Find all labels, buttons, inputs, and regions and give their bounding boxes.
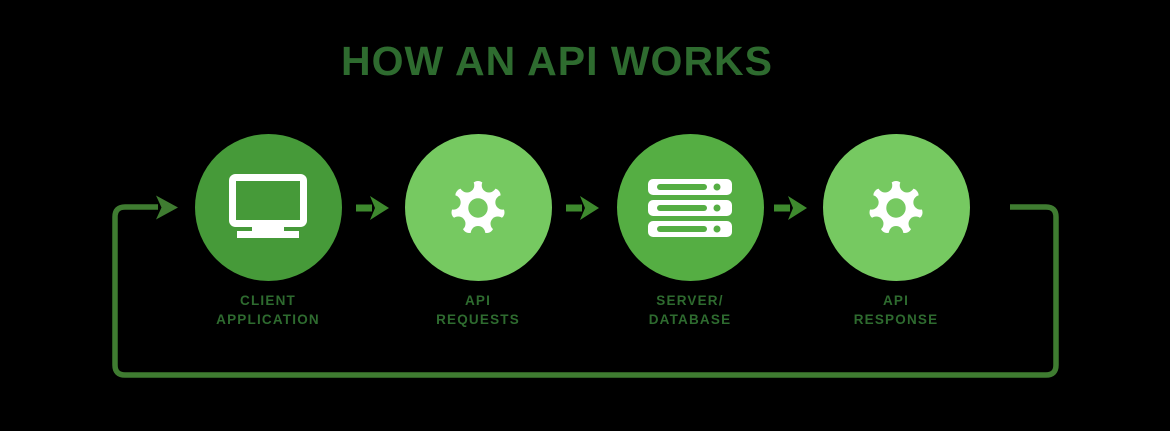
label-line: SERVER/ [656, 293, 724, 308]
gear-icon [442, 171, 514, 244]
label-line: CLIENT [240, 293, 296, 308]
api-response-label: API RESPONSE [796, 291, 996, 329]
label-line: DATABASE [648, 312, 732, 327]
api-requests-circle [404, 134, 552, 281]
node-server-database: SERVER/ DATABASE [590, 134, 790, 329]
server-icon [648, 178, 732, 237]
monitor-icon [229, 173, 307, 238]
arrow-right-icon [566, 196, 599, 220]
client-application-label: CLIENT APPLICATION [168, 291, 368, 329]
node-client-application: CLIENT APPLICATION [168, 134, 368, 329]
page-title: HOW AN API WORKS [340, 38, 774, 84]
server-database-label: SERVER/ DATABASE [590, 291, 790, 329]
api-response-circle [822, 134, 970, 281]
gear-icon [860, 171, 932, 244]
arrow-right-icon [356, 196, 389, 220]
node-api-requests: API REQUESTS [378, 134, 578, 329]
node-api-response: API RESPONSE [796, 134, 996, 329]
arrow-right-icon [774, 196, 807, 220]
server-database-circle [616, 134, 764, 281]
label-line: REQUESTS [436, 312, 520, 327]
client-application-circle [194, 134, 342, 281]
label-line: APPLICATION [216, 312, 320, 327]
label-line: API [464, 293, 492, 308]
feedback-loop-path [112, 204, 1059, 378]
api-requests-label: API REQUESTS [378, 291, 578, 329]
feedback-loop-arrowhead-icon [156, 195, 178, 220]
label-line: RESPONSE [853, 312, 939, 327]
label-line: API [882, 293, 910, 308]
